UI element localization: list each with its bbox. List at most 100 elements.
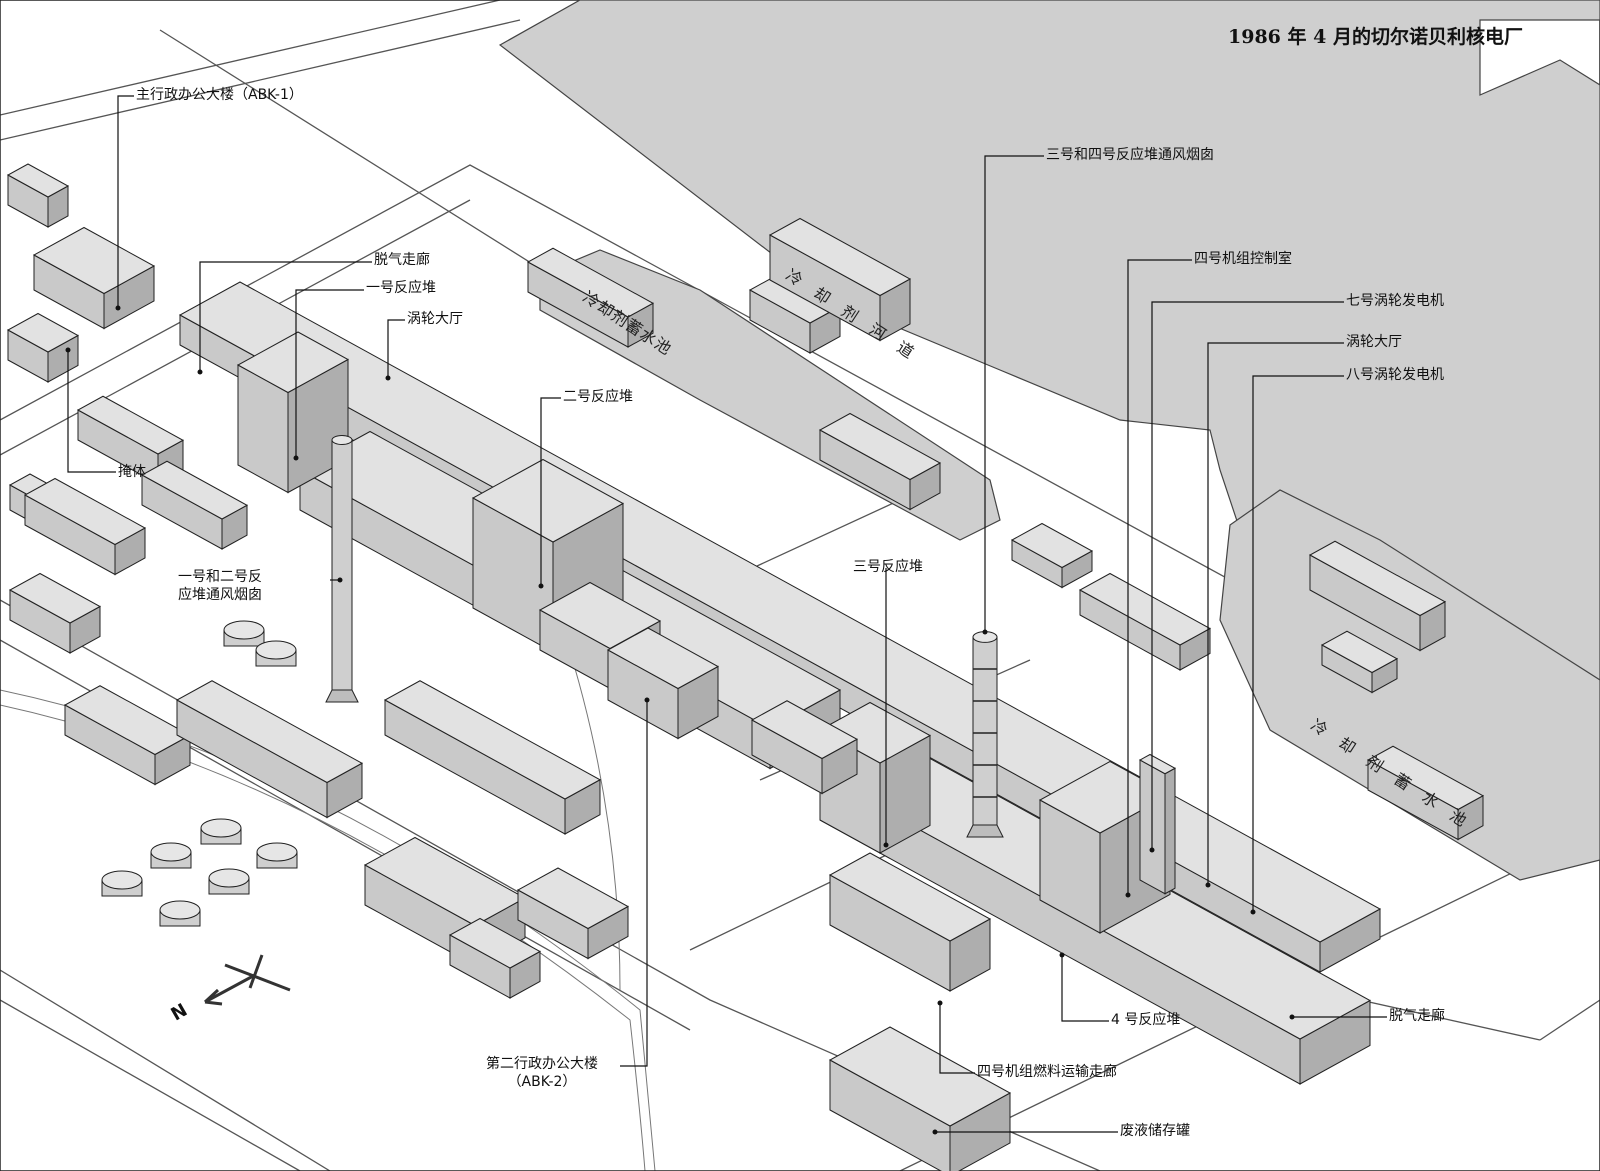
outbuilding-q (1308, 540, 1447, 652)
leader-dot-14 (1289, 1014, 1295, 1020)
storage-tank-5-top (208, 868, 250, 888)
road-1 (0, 19, 521, 141)
storage-tank-4 (256, 842, 298, 869)
buildings-layer (6, 163, 1485, 1171)
outbuilding-w-top-face (6, 163, 70, 198)
outbuilding-q-top-face (1308, 540, 1447, 617)
compass-rose (203, 954, 291, 1006)
storage-tank-5 (208, 868, 250, 895)
storage-tank-4-top (256, 842, 298, 862)
label-deaerator-left: 脱气走廊 (374, 252, 430, 268)
outbuilding-m-top-face (750, 700, 859, 760)
leader-dot-6 (337, 577, 343, 583)
outbuilding-u (768, 217, 912, 342)
waste-annex (828, 852, 992, 992)
leader-line-0 (117, 95, 134, 308)
leader-line-2 (295, 289, 364, 458)
label-fuel-corridor-4: 四号机组燃料运输走廊 (977, 1064, 1117, 1080)
leader-dot-10 (1205, 882, 1211, 888)
leader-line-3 (387, 319, 405, 378)
reactor-2-annex-top-face (538, 581, 662, 650)
outbuilding-c-top-face (76, 395, 185, 455)
outbuilding-w (6, 163, 70, 228)
outbuilding-e-top-face (8, 572, 102, 624)
storage-tank-6-top (101, 870, 143, 890)
stack-1-2-base (325, 689, 359, 703)
outbuilding-b (23, 477, 147, 576)
label-stack-1-2: 一号和二号反 应堆通风烟囱 (178, 569, 262, 603)
waste-tank-building-top-face (828, 1026, 1012, 1127)
compass-east-west-bar (224, 963, 291, 992)
outbuilding-n-top-face (1010, 522, 1094, 569)
leader-dot-9 (1149, 847, 1155, 853)
label-abk1: 主行政办公大楼（ABK-1） (136, 87, 303, 103)
leader-dot-7 (982, 629, 988, 635)
compass-north-south-bar (248, 954, 264, 989)
outbuilding-x-top-face (6, 312, 80, 353)
storage-tank-7-top (159, 900, 201, 920)
outbuilding-s-top-face (818, 412, 942, 481)
leader-lines-layer (65, 95, 1387, 1135)
outbuilding-h-top-face (383, 680, 602, 800)
outbuilding-s (818, 412, 942, 511)
label-reactor-4: 4 号反应堆 (1111, 1012, 1181, 1028)
label-abk2: 第二行政办公大楼 （ABK-2） (486, 1056, 598, 1090)
outbuilding-u-top-face (768, 217, 912, 297)
leader-line-11 (1252, 375, 1344, 912)
outbuilding-x (6, 312, 80, 383)
outbuilding-o (1078, 572, 1212, 671)
leader-line-8 (1127, 259, 1192, 895)
label-stack-3-4: 三号和四号反应堆通风烟囱 (1046, 147, 1214, 163)
storage-tank-0-top (223, 620, 265, 640)
abk1-building (32, 226, 156, 330)
stack-1-2 (325, 435, 359, 703)
diagram-title: 1986 年 4 月的切尔诺贝利核电厂 (1228, 26, 1523, 48)
leader-dot-8 (1125, 892, 1131, 898)
compass-north-arrow (203, 973, 256, 1006)
label-turbine-8: 八号涡轮发电机 (1346, 367, 1444, 383)
reactor-2-block-top-face (471, 458, 625, 543)
reactor-1-block-top-face (236, 331, 350, 394)
road-13 (1539, 999, 1600, 1041)
road-2 (159, 29, 591, 301)
outbuilding-o-top-face (1078, 572, 1212, 646)
label-turbine-hall-right: 涡轮大厅 (1346, 334, 1402, 350)
outbuilding-l-top-face (606, 627, 720, 690)
outbuilding-e (8, 572, 102, 654)
stack-1-2-rim (331, 435, 353, 445)
label-reactor-1: 一号反应堆 (366, 280, 436, 296)
control-tower-4-side-face (1164, 767, 1176, 895)
label-deaerator-right: 脱气走廊 (1389, 1008, 1445, 1024)
main-hall-long-top-face (178, 281, 1382, 943)
leader-line-1 (199, 261, 372, 372)
label-control-room-4: 四号机组控制室 (1194, 251, 1292, 267)
reactor-4-block (1038, 760, 1172, 934)
storage-tank-6 (101, 870, 143, 897)
outbuilding-l (606, 627, 720, 740)
outbuilding-p (1320, 630, 1399, 694)
outbuilding-j (516, 867, 630, 960)
outbuilding-d (140, 460, 249, 550)
leader-line-17 (620, 700, 648, 1067)
outbuilding-f (63, 685, 192, 786)
road-8 (0, 969, 331, 1171)
road-7 (0, 999, 301, 1171)
label-reactor-2: 二号反应堆 (563, 389, 633, 405)
label-bunker: 掩体 (118, 464, 146, 480)
outbuilding-j-top-face (516, 867, 630, 930)
control-tower-4 (1138, 753, 1177, 895)
label-turbine-7: 七号涡轮发电机 (1346, 293, 1444, 309)
outbuilding-b-top-face (23, 477, 147, 546)
leader-dot-11 (1250, 909, 1256, 915)
outbuilding-v (526, 247, 655, 348)
storage-tank-3-top (150, 842, 192, 862)
outbuilding-g (175, 680, 364, 819)
waste-annex-top-face (828, 852, 992, 942)
leader-dot-4 (538, 583, 544, 589)
storage-tank-1-top (255, 640, 297, 660)
storage-tank-1 (255, 640, 297, 667)
outbuilding-r (1366, 745, 1485, 841)
abk1-building-top-face (32, 226, 156, 295)
outbuilding-v-top-face (526, 247, 655, 318)
